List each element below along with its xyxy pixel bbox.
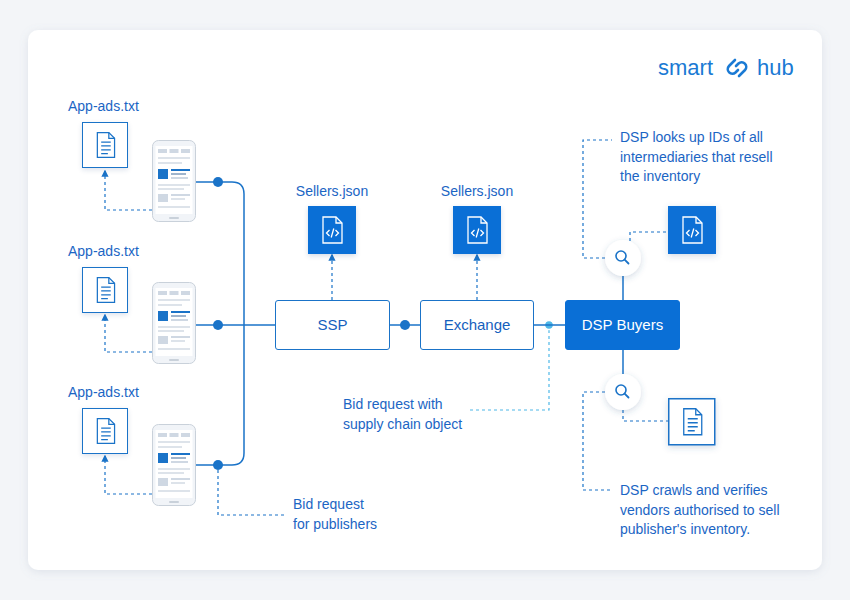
junction-dot: [213, 320, 223, 330]
phone-illustration: [153, 283, 196, 364]
connector: [476, 255, 477, 300]
lookup-wire: [622, 276, 624, 300]
dashed-arrow: [105, 171, 152, 210]
connector: [331, 255, 332, 300]
file-node: App-ads.txt: [68, 98, 158, 168]
file-node: App-ads.txt: [68, 384, 158, 454]
node-text: Sellers.json: [292, 183, 372, 200]
callout-note: Bid request for publishers: [293, 495, 380, 534]
json-file-icon: [308, 206, 356, 254]
junction-dot: [545, 321, 554, 330]
callout-note: DSP crawls and verifies vendors authoris…: [620, 481, 790, 540]
card-background: [28, 30, 822, 570]
json-file-icon: [453, 206, 501, 254]
bid-wire: [196, 324, 275, 326]
connector: [390, 324, 420, 326]
phone-illustration: [153, 141, 196, 222]
leader-line: [630, 232, 668, 241]
file-glyph: [97, 133, 114, 158]
dashed-arrow: [105, 315, 152, 352]
node-text: App-ads.txt: [68, 384, 158, 401]
callout-note: Bid request with supply chain object: [343, 395, 473, 434]
leader-line: [218, 470, 285, 515]
file-glyph: [308, 206, 356, 254]
junction-dot: [213, 177, 223, 187]
code-glyph: [683, 217, 702, 243]
process-box: SSP: [275, 300, 390, 350]
leader-line: [583, 392, 612, 490]
callout-note: DSP looks up IDs of all intermediaries t…: [620, 128, 780, 187]
logo-text: hub: [757, 55, 794, 81]
bid-wire: [196, 182, 244, 465]
json-file-icon: [668, 206, 716, 254]
txt-file-icon: [82, 267, 128, 313]
buyer-box: DSP Buyers: [565, 300, 680, 350]
leader-line: [583, 140, 612, 258]
file-node: Sellers.json: [437, 183, 517, 254]
file-glyph: [83, 268, 127, 312]
node-text: App-ads.txt: [68, 243, 158, 260]
node-text: SSP: [317, 316, 347, 334]
search-circle: [605, 240, 641, 276]
logo-text: smart: [658, 55, 713, 81]
file-glyph: [453, 206, 501, 254]
txt-file-icon: [82, 408, 128, 454]
logo-icon: [728, 60, 746, 76]
file-glyph: [323, 217, 342, 243]
file-glyph: [83, 409, 127, 453]
txt-file-icon: [82, 122, 128, 168]
file-node: Sellers.json: [292, 183, 372, 254]
phone-illustration: [153, 425, 196, 506]
node-text: App-ads.txt: [68, 98, 158, 115]
file-node: App-ads.txt: [68, 243, 158, 313]
file-glyph: [97, 419, 114, 444]
file-glyph: [468, 217, 487, 243]
file-glyph: [83, 123, 127, 167]
doc-glyph: [684, 409, 702, 435]
junction-dot: [400, 320, 410, 330]
junction-dot: [213, 460, 223, 470]
node-text: Exchange: [444, 316, 511, 334]
logo-link: [736, 62, 746, 76]
magnifier-icon: [616, 385, 629, 398]
magnifier-icon: [616, 251, 629, 264]
file-glyph: [97, 278, 114, 303]
dashed-arrow: [105, 456, 152, 494]
connector: [534, 324, 565, 326]
node-text: DSP Buyers: [582, 316, 663, 334]
search-circle: [605, 374, 641, 410]
txt-file-icon: [669, 399, 715, 445]
lookup-wire: [622, 350, 624, 374]
leader-line: [623, 410, 668, 421]
node-text: Sellers.json: [437, 183, 517, 200]
process-box: Exchange: [420, 300, 534, 350]
